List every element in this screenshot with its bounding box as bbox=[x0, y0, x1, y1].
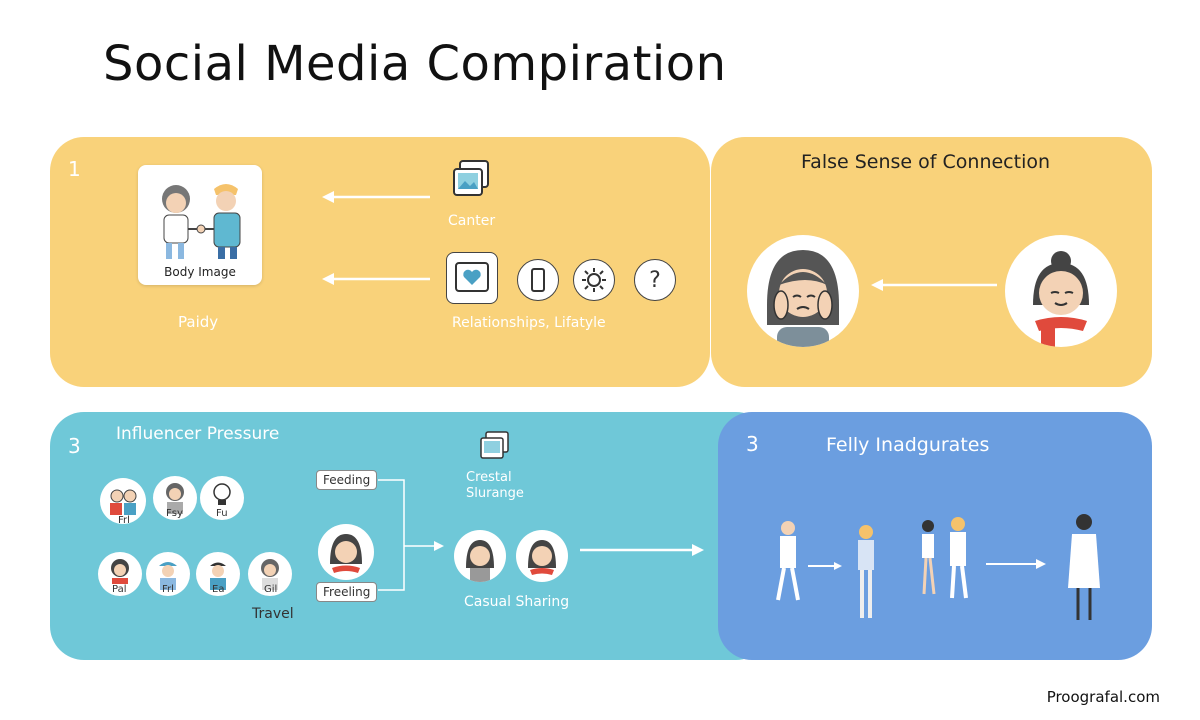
woman-scarf-avatar bbox=[1005, 235, 1117, 347]
panel-influencer-pressure: 3 Influencer Pressure Frl Fsy Fu Pal Frl… bbox=[50, 412, 770, 660]
avatar-label: Fu bbox=[216, 508, 228, 519]
page-title: Social Media Compiration bbox=[103, 36, 727, 92]
avatar-pair bbox=[100, 478, 146, 524]
avatar-label: Ea bbox=[212, 584, 225, 595]
panel-heading: Influencer Pressure bbox=[116, 424, 280, 444]
sad-woman-avatar bbox=[747, 235, 859, 347]
bracket-arrow bbox=[378, 479, 444, 591]
panel-number: 3 bbox=[746, 432, 759, 456]
panel-inadequates: 3 Felly Inadgurates bbox=[718, 412, 1152, 660]
panel-heading: Felly Inadgurates bbox=[826, 434, 990, 456]
paidy-label: Paidy bbox=[178, 313, 219, 331]
tablet-heart-icon bbox=[446, 252, 498, 304]
avatar-casual-2 bbox=[516, 530, 568, 582]
travel-label: Travel bbox=[252, 606, 294, 622]
panel-body-image: 1 Body Image Paidy bbox=[50, 137, 710, 387]
panel-number: 3 bbox=[68, 434, 81, 458]
center-label-1: Crestal bbox=[466, 470, 512, 485]
lightbulb-icon bbox=[200, 476, 244, 520]
right-arrow bbox=[580, 544, 704, 556]
figure-pair bbox=[922, 517, 968, 599]
feeling-tag: Freeling bbox=[316, 582, 378, 602]
avatar-label: Frl bbox=[118, 515, 130, 526]
progression-figures bbox=[776, 514, 1100, 620]
left-arrows bbox=[322, 191, 430, 285]
feeding-tag: Feeding bbox=[316, 470, 378, 490]
avatar-feeling bbox=[318, 524, 374, 580]
body-image-card: Body Image bbox=[138, 165, 262, 285]
casual-sharing-label: Casual Sharing bbox=[464, 594, 570, 610]
gallery-icon bbox=[480, 431, 509, 459]
relationships-label: Relationships, Lifatyle bbox=[452, 315, 606, 331]
figure-person-4 bbox=[1068, 514, 1100, 620]
avatar-label: Frl bbox=[162, 584, 174, 595]
avatar-label: Pal bbox=[112, 584, 127, 595]
phone-icon bbox=[517, 259, 559, 301]
sun-icon bbox=[573, 259, 615, 301]
avatar-woman-2 bbox=[248, 552, 292, 596]
connection-arrow bbox=[871, 279, 997, 291]
panel-heading: False Sense of Connection bbox=[801, 151, 1051, 173]
panel-number: 1 bbox=[68, 157, 81, 181]
avatar-label: Fsy bbox=[166, 508, 183, 519]
avatar-label: Gil bbox=[264, 584, 278, 595]
avatar-woman bbox=[153, 476, 197, 520]
avatar-woman-scarf bbox=[98, 552, 142, 596]
canter-label: Canter bbox=[448, 213, 496, 229]
couple-illustration bbox=[162, 184, 241, 259]
center-label-2: Slurange bbox=[466, 486, 524, 501]
body-image-label: Body Image bbox=[164, 265, 236, 279]
question-icon: ? bbox=[634, 259, 676, 301]
figure-person-1 bbox=[776, 521, 800, 601]
gallery-icon bbox=[453, 160, 489, 196]
figure-person-2 bbox=[858, 525, 874, 618]
avatar-man bbox=[196, 552, 240, 596]
panel-false-connection: False Sense of Connection bbox=[711, 137, 1152, 387]
footer-credit: Proografal.com bbox=[1046, 688, 1160, 706]
avatar-casual-1 bbox=[454, 530, 506, 582]
avatar-person-cap bbox=[146, 552, 190, 596]
